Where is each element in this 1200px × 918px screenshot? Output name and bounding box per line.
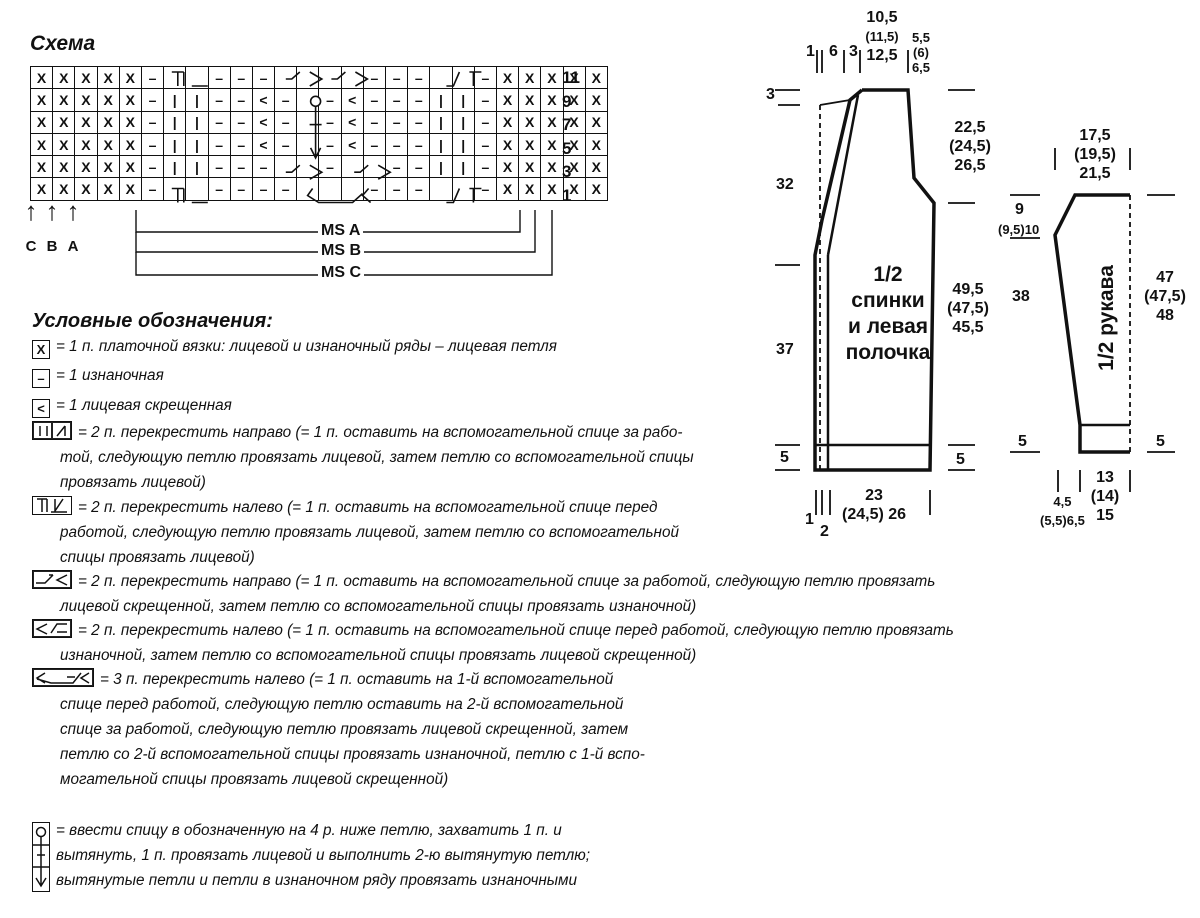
cross-left-2-icon xyxy=(32,496,72,515)
garter-stitch-icon: X xyxy=(32,340,50,359)
chart-cell: – xyxy=(384,177,409,201)
row-numbers: 11 9 7 5 3 1 xyxy=(562,66,580,207)
dim-top-1: 1 xyxy=(806,43,815,60)
ms-a-label: MS A xyxy=(318,222,364,240)
repeat-brackets xyxy=(135,210,553,276)
dim-sleeve-top: 17,5 (19,5) 21,5 xyxy=(1074,127,1116,182)
legend-item-cross-right-2-twisted: = 2 п. перекрестить направо (= 1 п. оста… xyxy=(32,569,935,619)
cross-right-2-icon xyxy=(32,421,72,440)
ms-c-label: MS C xyxy=(318,264,364,282)
dim-cuff-side: 4,5 (5,5)6,5 xyxy=(1040,494,1085,528)
dim-sleeve-cap: (9,5)10 xyxy=(998,222,1040,237)
dim-left-5: 5 xyxy=(780,449,789,466)
legend-item-purl: –= 1 изнаночная xyxy=(32,363,164,388)
chart-cell: X xyxy=(74,177,98,201)
stitch-arrow-b: ↑B xyxy=(45,196,59,255)
dim-side: 49,5 (47,5) 45,5 xyxy=(947,281,989,336)
chart-cell: X xyxy=(562,177,586,201)
dim-left-37: 37 xyxy=(776,341,794,358)
dim-top-3: 3 xyxy=(849,43,858,60)
dim-sleeve-38: 38 xyxy=(1012,288,1030,305)
sleeve-label: 1/2 рукава xyxy=(1095,265,1118,371)
chart-cell: X xyxy=(118,177,142,201)
legend-item-cross-left-3: = 3 п. перекрестить налево (= 1 п. остав… xyxy=(32,667,645,792)
legend-item-cross-right-2: = 2 п. перекрестить направо (= 1 п. оста… xyxy=(32,420,694,495)
chart-cell: X xyxy=(96,110,120,134)
legend-item-garter: X= 1 п. платочной вязки: лицевой и изнан… xyxy=(32,334,557,359)
row-number: 9 xyxy=(562,91,572,111)
chart-cell: X xyxy=(584,177,608,201)
row-number: 11 xyxy=(562,68,580,87)
chart-cell: X xyxy=(96,88,120,112)
dim-top-6: 6 xyxy=(829,43,838,60)
dim-bottom-1: 1 xyxy=(805,511,814,528)
chart-cell: X xyxy=(584,88,608,112)
chart-cell: X xyxy=(96,177,120,201)
legend-item-cross-left-2-twisted: = 2 п. перекрестить налево (= 1 п. остав… xyxy=(32,618,954,668)
legend-item-pulled-loop: = ввести спицу в обозначенную на 4 р. ни… xyxy=(32,818,590,893)
cross-right-2-twisted-icon xyxy=(32,570,72,589)
purl-stitch-icon: – xyxy=(32,369,50,388)
row-number: 7 xyxy=(562,115,572,134)
dim-left-3: 3 xyxy=(766,86,775,103)
dim-armhole: 22,5 (24,5) 26,5 xyxy=(949,119,991,174)
chart-cell: X xyxy=(495,177,520,201)
legend-item-twisted-knit: <= 1 лицевая скрещенная xyxy=(32,393,232,418)
row-number: 3 xyxy=(562,162,572,181)
chart-cell: X xyxy=(52,177,76,201)
stitch-arrow-c: ↑C xyxy=(24,196,38,255)
chart-cell: X xyxy=(52,65,76,90)
legend-item-cross-left-2: = 2 п. перекрестить налево (= 1 п. остав… xyxy=(32,495,679,570)
dim-right-5: 5 xyxy=(956,451,965,468)
ms-b-label: MS B xyxy=(318,242,364,260)
legend-title: Условные обозначения: xyxy=(32,310,273,332)
cross-left-2-twisted-icon xyxy=(32,619,72,638)
chart-cell: X xyxy=(584,155,608,179)
schema-title: Схема xyxy=(30,32,96,55)
dim-shoulder: 5,5 (6) 6,5 xyxy=(911,30,931,75)
pulled-loop-icon xyxy=(32,822,50,892)
back-piece-label: 1/2 спинки и левая полочка xyxy=(845,263,931,364)
dim-sleeve-length: 47 (47,5) 48 xyxy=(1144,269,1186,324)
stitch-arrow-a: ↑A xyxy=(66,196,80,255)
dim-bottom-2: 2 xyxy=(820,523,829,540)
dim-left-32: 32 xyxy=(776,176,794,193)
dim-neck: 10,5 (11,5) 12,5 xyxy=(865,9,899,64)
twisted-knit-icon: < xyxy=(32,399,50,418)
dim-sleeve-right-5: 5 xyxy=(1156,433,1165,450)
dim-cuff: 13 (14) 15 xyxy=(1090,469,1120,524)
cross-left-3-icon xyxy=(32,668,94,687)
chart-cell: X xyxy=(584,132,608,157)
dim-sleeve-left-5: 5 xyxy=(1018,433,1027,450)
dim-width: 23 (24,5) 26 xyxy=(842,487,907,523)
row-number: 1 xyxy=(562,185,572,205)
dim-sleeve-cap-9: 9 xyxy=(1015,201,1024,218)
row-number: 5 xyxy=(562,138,572,158)
